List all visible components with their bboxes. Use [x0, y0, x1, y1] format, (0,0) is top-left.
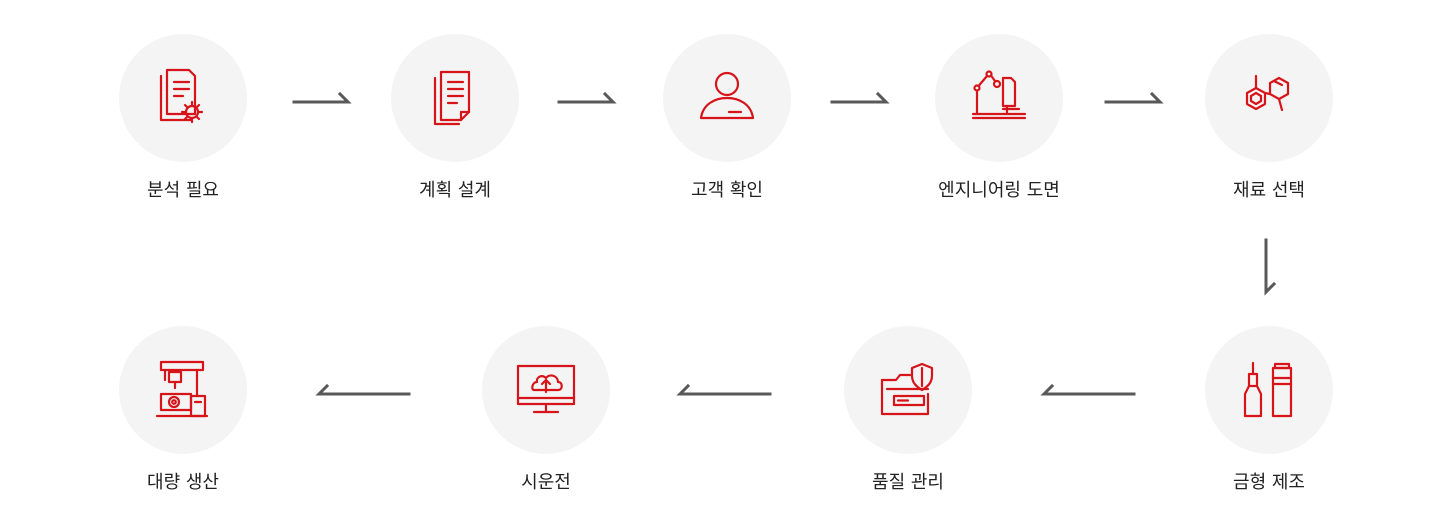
- production-machine-icon: [155, 360, 209, 418]
- step-label: 고객 확인: [691, 180, 763, 201]
- arrow-right-connector: [292, 91, 352, 104]
- step-plan-design: 계획 설계: [365, 34, 545, 203]
- step-circle: [935, 34, 1063, 162]
- document-gear-icon: [159, 68, 204, 124]
- step-mold-manufacturing: 금형 제조: [1179, 326, 1359, 495]
- step-engineering-drawing: 엔지니어링 도면: [909, 34, 1089, 203]
- step-label: 금형 제조: [1233, 472, 1305, 493]
- step-circle: [119, 326, 247, 454]
- folder-shield-icon: [880, 362, 934, 416]
- step-label: 대량 생산: [147, 472, 219, 493]
- molecule-icon: [1245, 74, 1290, 112]
- step-analysis-needs: 분석 필요: [93, 34, 273, 203]
- step-quality-control: 품질 관리: [818, 326, 998, 495]
- step-label: 시운전: [521, 472, 571, 493]
- arrow-right-connector: [1104, 91, 1164, 104]
- arrow-right-connector: [557, 91, 617, 104]
- arrow-down-connector: [1264, 238, 1277, 296]
- step-circle: [482, 326, 610, 454]
- step-label: 엔지니어링 도면: [938, 180, 1060, 201]
- step-circle: [1205, 34, 1333, 162]
- step-label: 계획 설계: [419, 180, 491, 201]
- step-circle: [391, 34, 519, 162]
- step-customer-confirm: 고객 확인: [637, 34, 817, 203]
- step-mass-production: 대량 생산: [93, 326, 273, 495]
- arrow-left-connector: [315, 383, 411, 396]
- step-circle: [1205, 326, 1333, 454]
- user-icon: [699, 71, 755, 120]
- drafting-lamp-icon: [971, 70, 1027, 120]
- monitor-cloud-upload-icon: [516, 364, 576, 414]
- step-label: 재료 선택: [1233, 180, 1305, 201]
- step-trial-run: 시운전: [456, 326, 636, 495]
- step-label: 품질 관리: [872, 472, 944, 493]
- documents-icon: [433, 70, 471, 126]
- step-material-selection: 재료 선택: [1179, 34, 1359, 203]
- step-circle: [663, 34, 791, 162]
- arrow-left-connector: [1040, 383, 1136, 396]
- step-circle: [844, 326, 972, 454]
- step-label: 분석 필요: [147, 180, 219, 201]
- arrow-right-connector: [830, 91, 890, 104]
- step-circle: [119, 34, 247, 162]
- arrow-left-connector: [676, 383, 772, 396]
- cosmetic-bottles-icon: [1243, 361, 1293, 418]
